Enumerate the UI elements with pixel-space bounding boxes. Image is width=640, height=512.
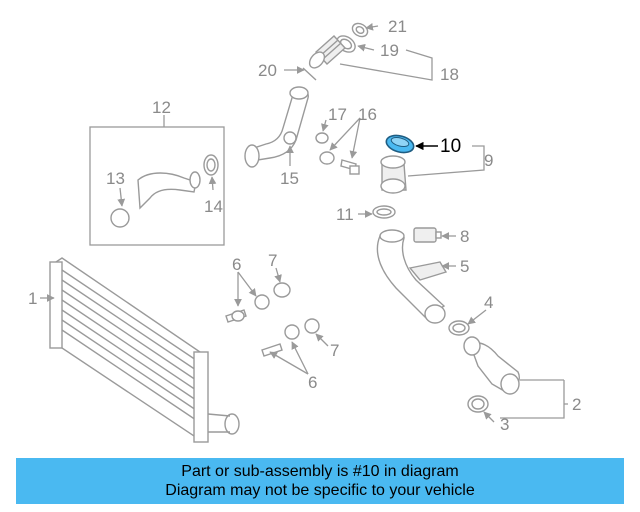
part-9-connector bbox=[380, 155, 407, 194]
caption-line-1: Part or sub-assembly is #10 in diagram bbox=[181, 463, 459, 480]
callout-15: 15 bbox=[280, 169, 299, 188]
callout-6-lower: 6 bbox=[308, 373, 317, 392]
part-13-hose bbox=[110, 171, 201, 228]
part-21-ring bbox=[351, 22, 369, 38]
callout-11: 11 bbox=[336, 205, 354, 224]
callout-1: 1 bbox=[28, 289, 37, 308]
callout-20: 20 bbox=[258, 61, 277, 80]
callout-14: 14 bbox=[204, 197, 223, 216]
part-6-bolt-upper bbox=[225, 294, 270, 323]
part-20-clip bbox=[302, 67, 317, 81]
caption-banner: Part or sub-assembly is #10 in diagram D… bbox=[16, 458, 624, 504]
parts-diagram: 21 19 18 20 12 13 14 15 17 16 10 9 11 8 … bbox=[28, 17, 581, 443]
callout-4: 4 bbox=[484, 293, 493, 312]
callout-10: 10 bbox=[440, 136, 461, 157]
callout-6-upper: 6 bbox=[232, 255, 241, 274]
part-7-nut-upper bbox=[273, 282, 291, 298]
part-6-bolt-lower bbox=[261, 324, 300, 357]
callout-7-lower: 7 bbox=[330, 341, 339, 360]
leader-lines bbox=[40, 22, 568, 423]
part-8-sensor bbox=[413, 227, 442, 243]
callout-5: 5 bbox=[460, 257, 469, 276]
part-3-clamp bbox=[467, 395, 489, 413]
part-18-pipe bbox=[308, 35, 346, 69]
part-2-hose bbox=[463, 336, 520, 395]
part-17-bushing bbox=[315, 132, 335, 165]
callout-2: 2 bbox=[572, 395, 581, 414]
part-11-clamp bbox=[372, 205, 396, 219]
callout-7-upper: 7 bbox=[268, 251, 277, 270]
callout-16: 16 bbox=[358, 105, 377, 124]
callout-17: 17 bbox=[328, 105, 347, 124]
callout-13: 13 bbox=[106, 169, 125, 188]
group-12-box bbox=[89, 126, 225, 246]
caption-line-2: Diagram may not be specific to your vehi… bbox=[165, 482, 475, 499]
part-10-clamp-highlighted bbox=[385, 134, 415, 154]
callout-21: 21 bbox=[388, 17, 407, 36]
callout-12: 12 bbox=[152, 98, 171, 117]
callout-19: 19 bbox=[380, 41, 399, 60]
part-7-nut-lower bbox=[304, 318, 320, 334]
callout-18: 18 bbox=[440, 65, 459, 84]
part-5-pipe bbox=[376, 229, 448, 324]
part-14-oring bbox=[203, 154, 219, 176]
callout-9: 9 bbox=[484, 151, 493, 170]
part-15-hose bbox=[244, 86, 309, 168]
callout-3: 3 bbox=[500, 415, 509, 434]
part-1-intercooler bbox=[49, 257, 240, 443]
callout-8: 8 bbox=[460, 227, 469, 246]
part-16-bolt bbox=[340, 159, 360, 175]
part-4-oring bbox=[448, 320, 470, 336]
